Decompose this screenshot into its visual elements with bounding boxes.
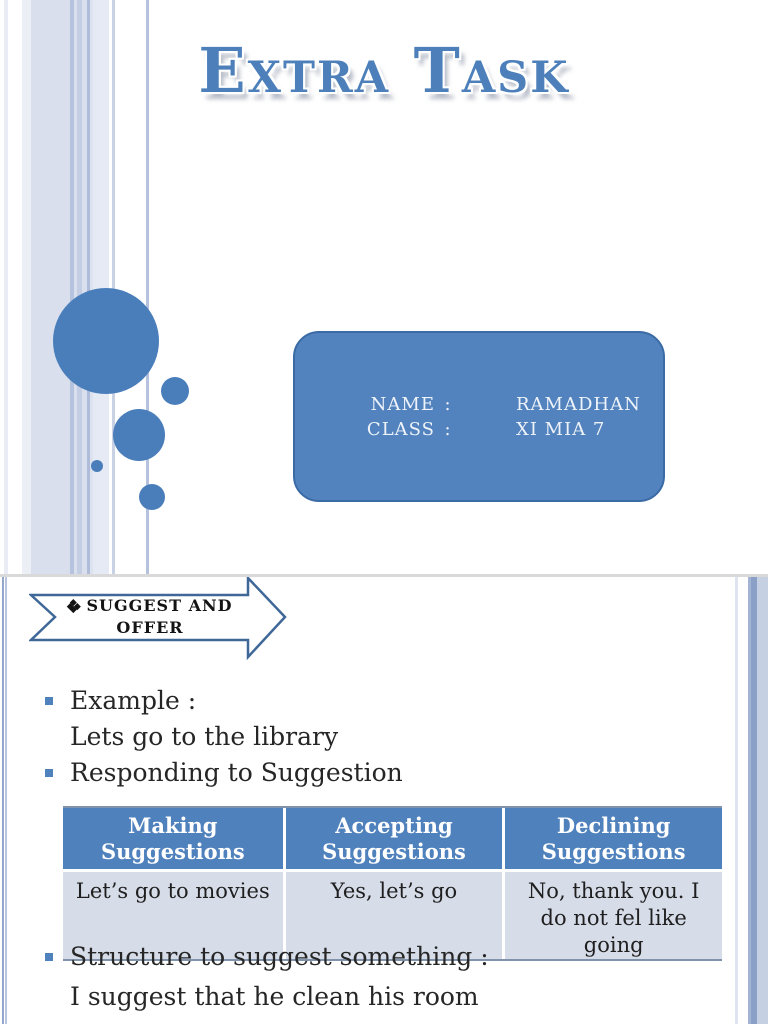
info-row-name: NAME : RAMADHAN: [295, 392, 663, 417]
list-item-text: Responding to Suggestion: [70, 757, 403, 787]
right-stripe-decoration: [735, 577, 768, 1024]
bullet-square-icon: [45, 697, 53, 705]
banner-label: SUGGEST AND OFFER: [58, 593, 242, 641]
list-item-text: I suggest that he clean his room: [70, 981, 479, 1011]
list-item: Lets go to the library: [42, 718, 403, 754]
list-item-text: Structure to suggest something :: [70, 941, 489, 971]
diamond-cluster-icon: [66, 599, 81, 613]
name-value: RAMADHAN: [516, 393, 641, 415]
list-item-text: Example :: [70, 685, 197, 715]
cell-declining: No, thank you. I do not fel like going: [502, 869, 722, 959]
class-label: CLASS: [366, 418, 435, 440]
bullet-square-icon: [45, 769, 53, 777]
list-item: I suggest that he clean his room: [42, 976, 489, 1016]
decorative-circle-tiny: [91, 460, 103, 472]
list-item: Example :: [42, 682, 403, 718]
info-row-class: CLASS : XI MIA 7: [295, 417, 663, 442]
bullet-square-icon: [45, 953, 53, 961]
banner-line-2-text: OFFER: [116, 618, 184, 637]
table-row: Let’s go to movies Yes, let’s go No, tha…: [63, 869, 722, 959]
list-item-text: Lets go to the library: [70, 721, 339, 751]
header-accepting-suggestions: Accepting Suggestions: [282, 808, 503, 869]
list-item: Structure to suggest something :: [42, 936, 489, 976]
banner-line-1-text: SUGGEST AND: [86, 596, 233, 615]
name-colon: :: [444, 393, 452, 415]
decorative-circle-small-right: [161, 377, 189, 405]
cell-making: Let’s go to movies: [63, 869, 283, 959]
cell-accepting: Yes, let’s go: [282, 869, 503, 959]
left-edge-lines-decoration: [0, 577, 10, 1024]
suggestion-intro-list: Example : Lets go to the library Respond…: [42, 682, 403, 790]
table-header-row: Making Suggestions Accepting Suggestions…: [63, 808, 722, 869]
name-label: NAME: [370, 393, 435, 415]
header-making-suggestions: Making Suggestions: [63, 808, 283, 869]
banner-line-1: SUGGEST AND: [66, 595, 233, 617]
list-item: Responding to Suggestion: [42, 754, 403, 790]
slide-2: SUGGEST AND OFFER Example : Lets go to t…: [0, 577, 768, 1024]
suggestions-table: Making Suggestions Accepting Suggestions…: [63, 806, 722, 961]
class-value: XI MIA 7: [516, 418, 606, 440]
name-class-box: NAME : RAMADHAN CLASS : XI MIA 7: [293, 331, 665, 502]
header-declining-suggestions: Declining Suggestions: [502, 808, 722, 869]
page-separator: [0, 574, 768, 577]
structure-list: Structure to suggest something : I sugge…: [42, 936, 489, 1016]
decorative-circle-medium: [113, 409, 165, 461]
slide-1: Extra Task NAME : RAMADHAN CLASS : XI MI…: [0, 0, 665, 574]
decorative-circle-small-bottom: [139, 484, 165, 510]
banner-arrow-shape: [29, 577, 287, 661]
decorative-circle-large: [53, 288, 159, 394]
class-colon: :: [444, 418, 452, 440]
left-stripe-decoration: [0, 0, 150, 574]
slide-title: Extra Task: [198, 34, 570, 107]
